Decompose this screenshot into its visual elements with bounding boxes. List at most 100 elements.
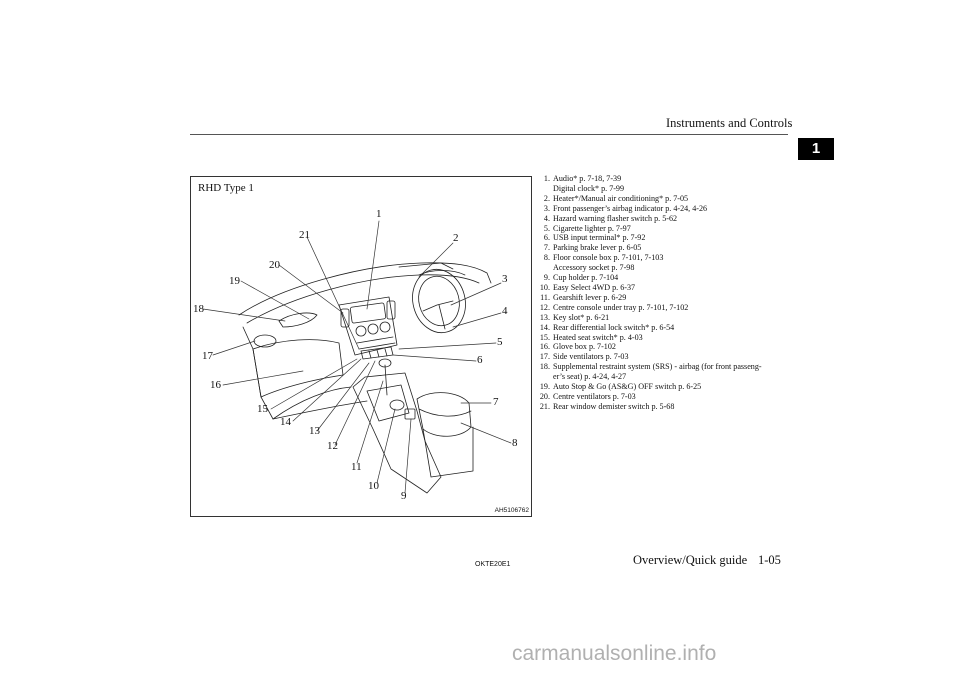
footer-code: OKTE20E1	[475, 561, 511, 568]
list-item-text: Hazard warning flasher switch p. 5-62	[553, 214, 787, 224]
centre-console	[352, 372, 442, 494]
list-item-text: Auto Stop & Go (AS&G) OFF switch p. 6-25	[553, 382, 787, 392]
list-item-number: 16.	[539, 342, 550, 352]
list-item: 6.USB input terminal* p. 7-92	[537, 233, 787, 243]
list-item-text: Rear differential lock switch* p. 6-54	[553, 323, 787, 333]
list-item-text: Rear window demister switch p. 5-68	[553, 402, 787, 412]
list-item-number: 12.	[539, 302, 550, 312]
list-item-number: 13.	[539, 312, 550, 322]
callout-20: 20	[269, 259, 280, 271]
list-item-text: Glove box p. 7-102	[553, 342, 787, 352]
list-item: 21.Rear window demister switch p. 5-68	[537, 402, 787, 412]
dashboard-figure: RHD Type 1 1 2 3 4 5 6 7 8 9 10 11 12 13…	[190, 176, 532, 517]
callout-19: 19	[229, 275, 240, 287]
watermark: carmanualsonline.info	[512, 642, 717, 665]
callout-11: 11	[351, 461, 362, 473]
audio-unit	[349, 302, 387, 324]
list-item-line: Centre ventilators p. 7-03	[553, 391, 636, 401]
list-item-line: Gearshift lever p. 6-29	[553, 292, 627, 302]
list-item-number: 1.	[543, 174, 550, 183]
list-item-text: Supplemental restraint system (SRS) - ai…	[553, 362, 787, 382]
figure-code: AH5106762	[494, 507, 529, 514]
list-item-number: 19.	[539, 382, 550, 392]
list-item-text: Centre ventilators p. 7-03	[553, 392, 787, 402]
header-rule	[190, 134, 788, 135]
callout-5: 5	[497, 336, 503, 348]
list-item-line: Supplemental restraint system (SRS) - ai…	[553, 362, 762, 372]
list-item-text: Parking brake lever p. 6-05	[553, 243, 787, 253]
list-item-number: 3.	[543, 203, 550, 213]
list-item-line: Centre console under tray p. 7-101, 7-10…	[553, 302, 689, 312]
list-item: 14.Rear differential lock switch* p. 6-5…	[537, 323, 787, 333]
list-item: 5.Cigarette lighter p. 7-97	[537, 224, 787, 234]
callout-15: 15	[257, 403, 268, 415]
list-item-line: Rear window demister switch p. 5-68	[553, 401, 675, 411]
centre-stack	[338, 296, 398, 356]
list-item-line: Heated seat switch* p. 4-03	[553, 332, 643, 342]
list-item-number: 15.	[539, 332, 550, 342]
list-item: 2.Heater*/Manual air conditioning* p. 7-…	[537, 194, 787, 204]
list-item-text: Easy Select 4WD p. 6-37	[553, 283, 787, 293]
callout-8: 8	[512, 437, 518, 449]
list-item-text: Key slot* p. 6-21	[553, 313, 787, 323]
list-item: 9.Cup holder p. 7-104	[537, 273, 787, 283]
chapter-tab: 1	[798, 138, 834, 160]
list-item-text: Centre console under tray p. 7-101, 7-10…	[553, 303, 787, 313]
list-item-text: Heater*/Manual air conditioning* p. 7-05	[553, 194, 787, 204]
list-item-number: 4.	[543, 213, 550, 223]
list-item-line: Digital clock* p. 7-99	[553, 183, 625, 193]
list-item-number: 10.	[539, 282, 550, 292]
list-item-number: 5.	[543, 223, 550, 233]
list-item: 20.Centre ventilators p. 7-03	[537, 392, 787, 402]
dash-top	[238, 262, 492, 316]
callout-6: 6	[477, 354, 483, 366]
dashboard-illustration	[202, 220, 512, 494]
list-item: 11.Gearshift lever p. 6-29	[537, 293, 787, 303]
cup-holder	[389, 399, 405, 411]
callout-18: 18	[193, 303, 204, 315]
list-item-number: 6.	[543, 233, 550, 243]
list-item-line: Glove box p. 7-102	[553, 342, 616, 352]
footer-section: Overview/Quick guide	[633, 553, 748, 567]
list-item-line: Parking brake lever p. 6-05	[553, 243, 642, 253]
gearshift-lever	[384, 364, 388, 396]
list-item-text: USB input terminal* p. 7-92	[553, 233, 787, 243]
dash-top-inner	[246, 274, 480, 324]
footer-page-number: 1-05	[758, 553, 781, 567]
callout-9: 9	[401, 490, 407, 502]
list-item: 10.Easy Select 4WD p. 6-37	[537, 283, 787, 293]
list-item-text: Heated seat switch* p. 4-03	[553, 333, 787, 343]
list-item-number: 18.	[539, 362, 550, 372]
list-item-line: Audio* p. 7-18, 7-39	[553, 174, 622, 183]
list-item-number: 17.	[539, 352, 550, 362]
list-item: 18.Supplemental restraint system (SRS) -…	[537, 362, 787, 382]
list-item-line: Cigarette lighter p. 7-97	[553, 223, 631, 233]
list-item: 13.Key slot* p. 6-21	[537, 313, 787, 323]
list-item-line: Front passenger’s airbag indicator p. 4-…	[553, 203, 708, 213]
list-item-text: Front passenger’s airbag indicator p. 4-…	[553, 204, 787, 214]
list-item: 7.Parking brake lever p. 6-05	[537, 243, 787, 253]
callout-16: 16	[210, 379, 221, 391]
glove-box	[252, 339, 344, 398]
list-item-line: Floor console box p. 7-101, 7-103	[553, 253, 664, 263]
list-item-line: USB input terminal* p. 7-92	[553, 233, 646, 243]
list-item-line: Accessory socket p. 7-98	[553, 263, 635, 273]
callout-14: 14	[280, 416, 291, 428]
list-item-line: Easy Select 4WD p. 6-37	[553, 282, 636, 292]
list-item-line: Side ventilators p. 7-03	[553, 352, 629, 362]
list-item-line: Rear differential lock switch* p. 6-54	[553, 322, 675, 332]
list-item-number: 14.	[539, 322, 550, 332]
page-header-title: Instruments and Controls	[666, 116, 793, 130]
list-item-number: 21.	[539, 401, 550, 411]
callout-4: 4	[502, 305, 508, 317]
list-item: 19.Auto Stop & Go (AS&G) OFF switch p. 6…	[537, 382, 787, 392]
list-item-number: 9.	[543, 273, 550, 283]
list-item-line: Auto Stop & Go (AS&G) OFF switch p. 6-25	[553, 382, 702, 392]
callout-21: 21	[299, 229, 310, 241]
list-item: 3.Front passenger’s airbag indicator p. …	[537, 204, 787, 214]
